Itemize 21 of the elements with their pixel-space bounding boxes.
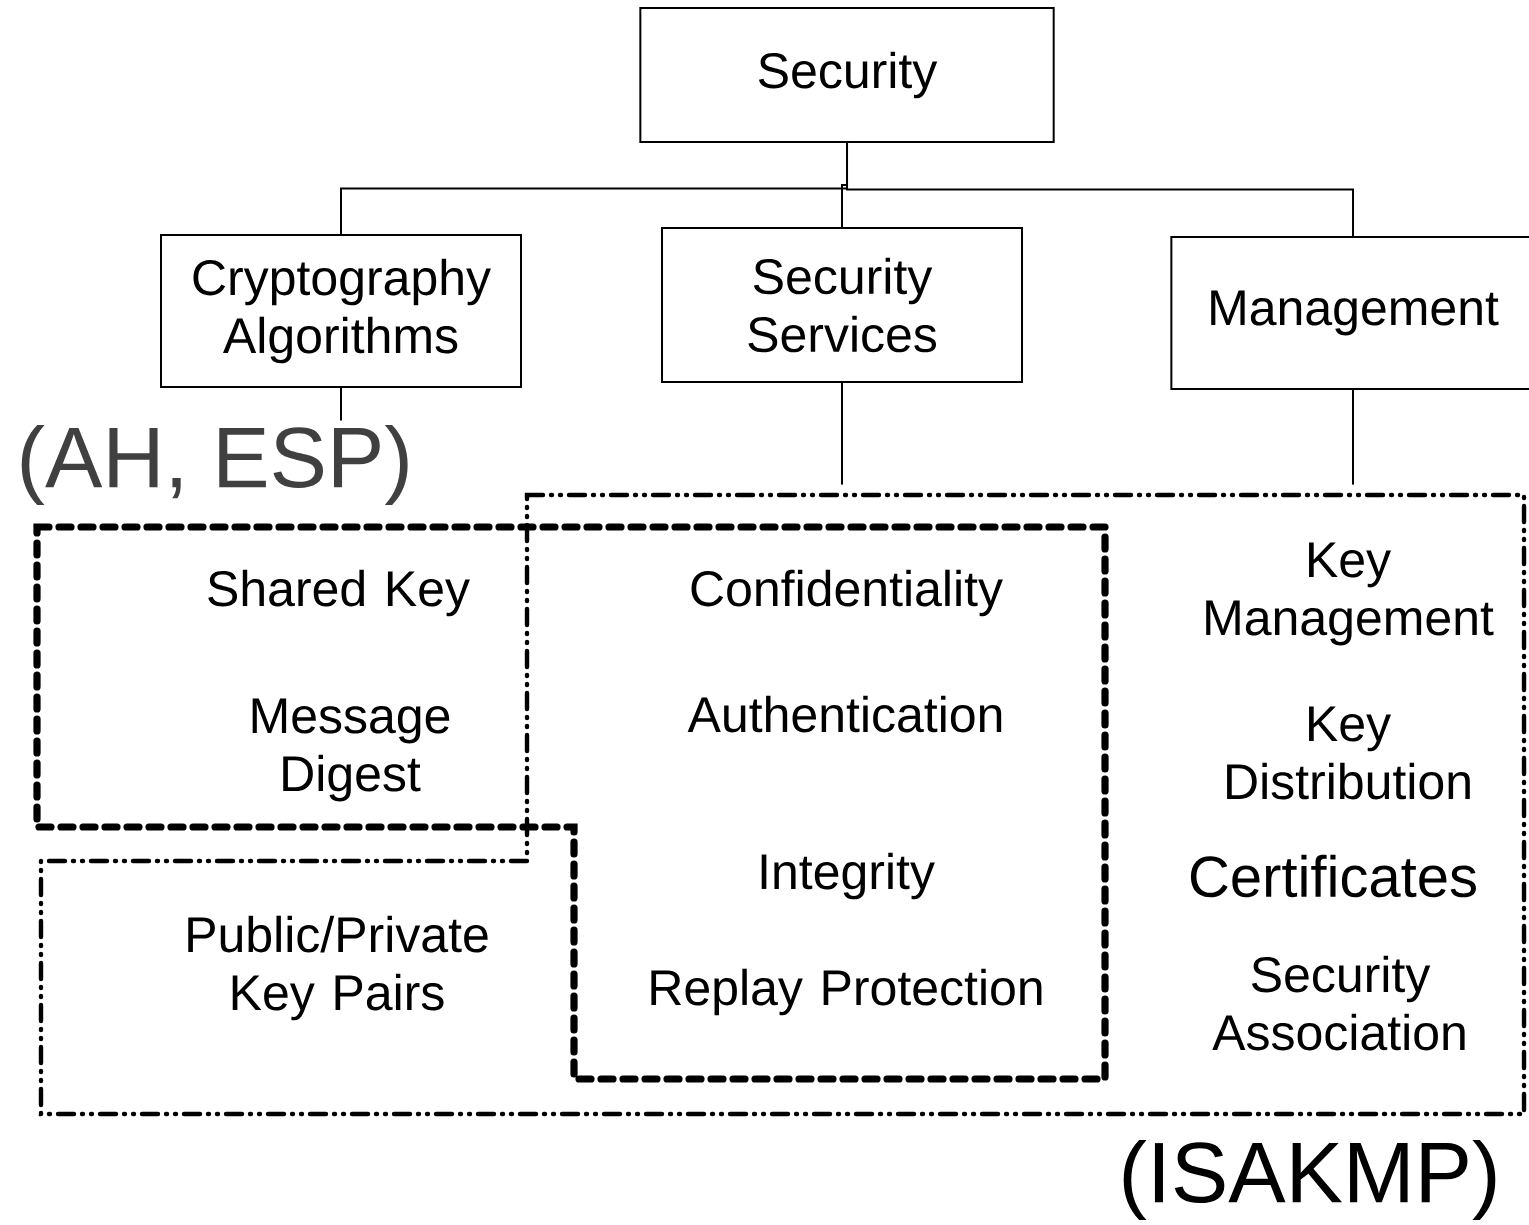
item-label: Certificates xyxy=(1190,854,1476,898)
connector-line xyxy=(841,382,843,486)
text-box: Security xyxy=(639,7,1055,143)
region-heading: (ISAKMP) xyxy=(1123,1139,1496,1221)
item-label: Integrity xyxy=(761,852,935,900)
item-label: Authentication xyxy=(687,695,1002,733)
text-box: Cryptography Algorithms xyxy=(160,234,522,388)
item-label: Confidentiality xyxy=(691,569,1003,617)
item-label: Replay Protection xyxy=(651,968,1042,1016)
connector-line xyxy=(846,142,1354,237)
text-box: Management xyxy=(1170,236,1529,390)
item-label: Key Management xyxy=(1206,542,1494,646)
connector-line xyxy=(1352,389,1354,486)
region-heading: (AH, ESP) xyxy=(21,424,408,506)
connector-line xyxy=(340,387,342,422)
item-label: Message Digest xyxy=(252,698,450,802)
item-label: Key Distribution xyxy=(1227,706,1470,800)
item-label: Shared Key xyxy=(208,569,470,617)
text-box: Security Services xyxy=(661,227,1023,383)
item-label: Public/Private Key Pairs xyxy=(188,915,488,1021)
item-label: Security Association xyxy=(1212,955,1465,1051)
